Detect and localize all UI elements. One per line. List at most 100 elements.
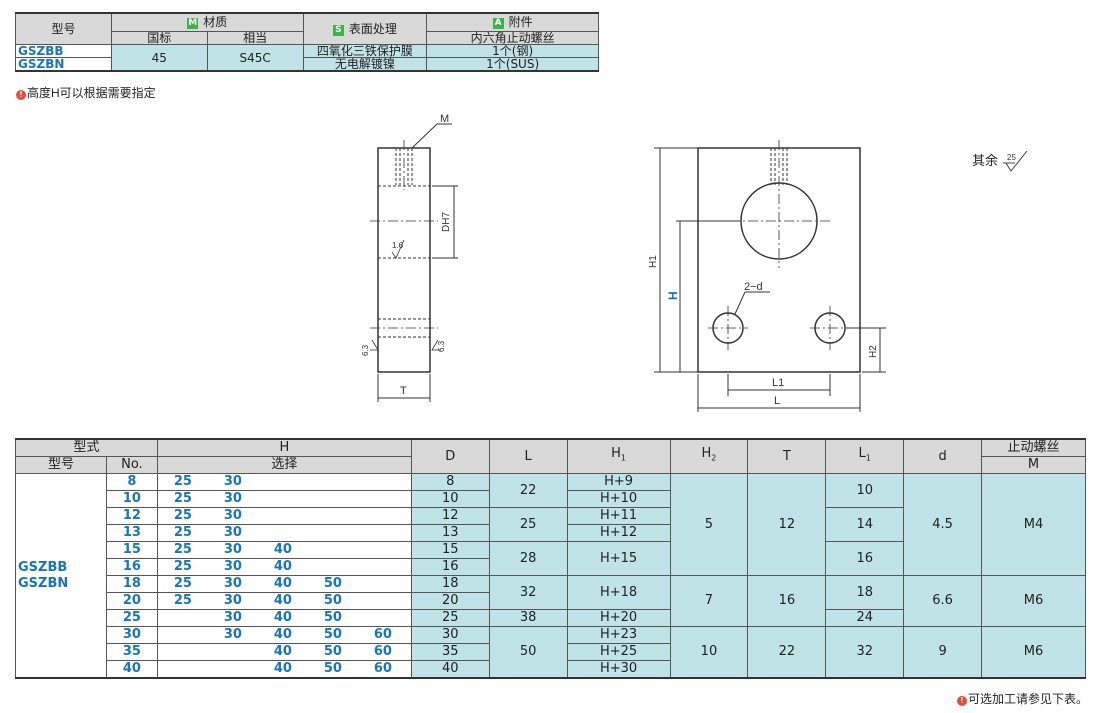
col-model-header: 型号: [15, 12, 112, 45]
H1-cell: H+23: [566, 626, 671, 644]
h-H2: H2: [669, 438, 749, 474]
col-material-label: 材质: [203, 15, 228, 29]
accessory-badge: A: [492, 18, 504, 29]
selection-value: 40: [273, 610, 292, 625]
gb-value: 45: [110, 44, 208, 72]
D-cell: 13: [410, 524, 490, 542]
L-cell: 28: [488, 541, 568, 576]
label-ra63b: 6.3: [437, 340, 446, 352]
H1-cell: H+18: [566, 575, 671, 610]
selection-value: 40: [273, 559, 292, 574]
L1-cell: 18: [825, 575, 905, 610]
H1-cell: H+25: [566, 643, 671, 661]
h-H: H: [156, 438, 412, 457]
M-cell: M6: [981, 575, 1086, 627]
H1-cell: H+30: [566, 660, 671, 679]
d-cell: 6.6: [903, 575, 983, 627]
col-gb-header: 国标: [110, 31, 208, 45]
selection-value: 25: [173, 491, 192, 506]
surface-badge: S: [332, 24, 344, 36]
label-H2: H2: [868, 345, 879, 358]
no-cell: 16: [105, 558, 158, 576]
selection-value: 50: [323, 593, 342, 608]
label-ra63a: 6.3: [361, 344, 370, 356]
no-cell: 15: [105, 541, 158, 559]
h-L1: L1: [825, 438, 905, 474]
M-cell: M6: [981, 626, 1086, 679]
L-cell: 22: [488, 473, 568, 508]
selection-value: 30: [223, 559, 242, 574]
selection-value: 40: [273, 542, 292, 557]
selection-value: 25: [173, 593, 192, 608]
h-screw-m: M: [981, 456, 1086, 474]
D-cell: 10: [410, 490, 490, 508]
L-cell: 25: [488, 507, 568, 542]
model-cell: GSZBN: [15, 57, 112, 72]
options-note: !可选加工请参见下表。: [956, 690, 1088, 707]
col-equiv-header: 相当: [206, 31, 304, 45]
D-cell: 35: [410, 643, 490, 661]
selection-value: 40: [273, 593, 292, 608]
D-cell: 12: [410, 507, 490, 525]
h-H1-sub: 1: [620, 453, 626, 463]
selection-value: 25: [173, 576, 192, 591]
model-cell: GSZBB: [15, 44, 112, 58]
H1-cell: H+12: [566, 524, 671, 542]
info-icon: !: [16, 90, 26, 100]
selection-value: 30: [223, 627, 242, 642]
col-material-header: M 材质: [110, 12, 304, 32]
no-cell: 20: [105, 592, 158, 610]
col-accessory-sub: 内六角止动螺丝: [426, 31, 599, 45]
other-roughness-note: 其余 25: [972, 150, 1032, 173]
label-H: H: [666, 291, 680, 300]
no-cell: 35: [105, 643, 158, 661]
col-accessory-label: 附件: [508, 15, 533, 29]
no-cell: 25: [105, 609, 158, 627]
no-cell: 40: [105, 660, 158, 679]
other-label: 其余: [972, 153, 999, 168]
label-2-d: 2−d: [744, 281, 763, 293]
no-cell: 18: [105, 575, 158, 593]
selection-value: 40: [273, 627, 292, 642]
material-badge: M: [187, 18, 199, 29]
model-a: GSZBB: [18, 559, 68, 575]
D-cell: 30: [410, 626, 490, 644]
T-cell: 16: [747, 575, 827, 627]
selection-value: 50: [323, 610, 342, 625]
h-L: L: [488, 438, 568, 474]
d-cell: 4.5: [903, 473, 983, 576]
h-sel: 选择: [156, 456, 412, 474]
selection-value: 30: [223, 474, 242, 489]
selection-value: 60: [373, 627, 392, 642]
h-H2-sub: 2: [711, 453, 717, 463]
selection-value: 40: [273, 576, 292, 591]
H1-cell: H+10: [566, 490, 671, 508]
d-cell: 9: [903, 626, 983, 679]
D-cell: 16: [410, 558, 490, 576]
L1-cell: 32: [825, 626, 905, 679]
M-cell: M4: [981, 473, 1086, 576]
label-DH7: DH7: [441, 212, 452, 232]
roughness-symbol-icon: 25: [1002, 150, 1027, 172]
no-cell: 10: [105, 490, 158, 508]
D-cell: 25: [410, 609, 490, 627]
selection-value: 25: [173, 542, 192, 557]
selection-value: 25: [173, 508, 192, 523]
selection-value: 30: [223, 610, 242, 625]
h-L1-main: L: [858, 446, 866, 462]
h-d: d: [903, 438, 983, 474]
selection-cell: 30 40 50: [156, 609, 412, 627]
T-cell: 12: [747, 473, 827, 576]
L1-cell: 16: [825, 541, 905, 576]
selection-value: 50: [323, 644, 342, 659]
